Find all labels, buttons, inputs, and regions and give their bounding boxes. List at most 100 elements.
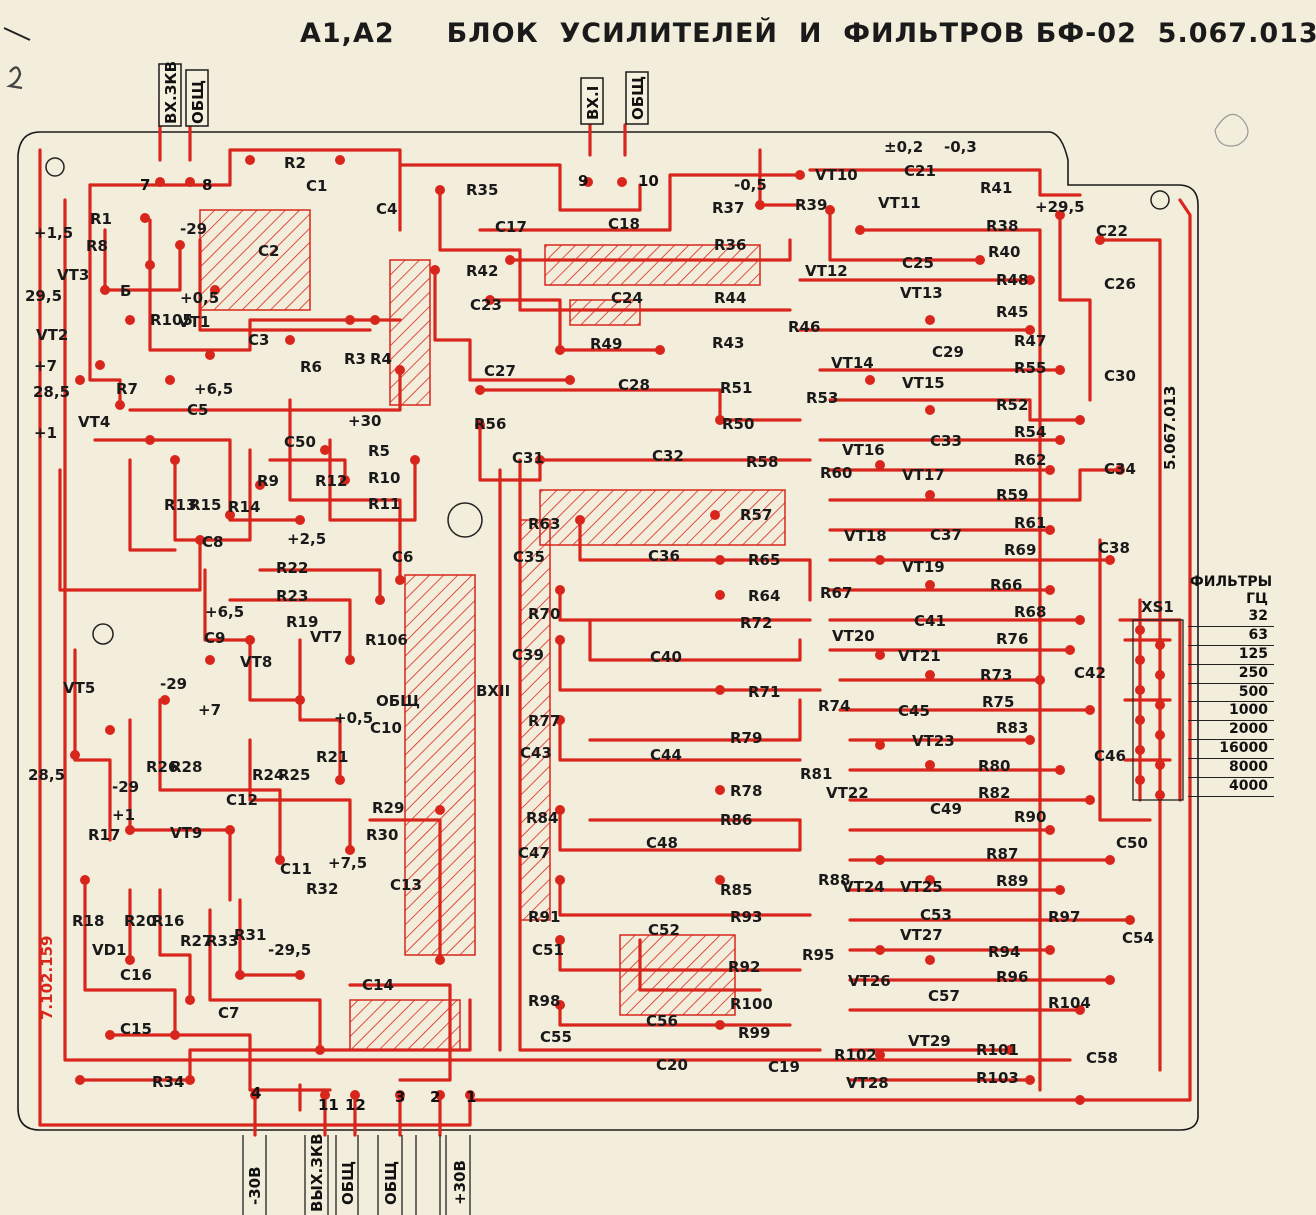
component-label: -29,5 <box>268 941 311 959</box>
component-label: -0,3 <box>944 138 977 156</box>
component-label: C21 <box>904 162 936 180</box>
component-label: R98 <box>528 992 560 1010</box>
filter-frequency[interactable]: 4000 <box>1188 778 1274 797</box>
connector-in-1[interactable]: ВХ.I 9 <box>578 77 604 190</box>
filter-frequency[interactable]: 500 <box>1188 684 1274 703</box>
component-label: R70 <box>528 605 560 623</box>
filter-frequency[interactable]: 125 <box>1188 646 1274 665</box>
component-label: R97 <box>1048 908 1080 926</box>
component-label: ВХII <box>476 682 510 700</box>
component-label: VT14 <box>831 354 874 372</box>
component-label: R78 <box>730 782 762 800</box>
component-label: R56 <box>474 415 506 433</box>
component-label: VT11 <box>878 194 921 212</box>
component-label: R16 <box>152 912 184 930</box>
component-label: C14 <box>362 976 394 994</box>
component-label: R47 <box>1014 332 1046 350</box>
component-label: C43 <box>520 744 552 762</box>
component-label: C25 <box>902 254 934 272</box>
component-label: R73 <box>980 666 1012 684</box>
component-label: VD1 <box>92 941 127 959</box>
component-label: R12 <box>315 472 347 490</box>
component-label: R69 <box>1004 541 1036 559</box>
component-label: C50 <box>284 433 316 451</box>
copper-area <box>569 299 641 326</box>
component-label: R36 <box>714 236 746 254</box>
component-label: C18 <box>608 215 640 233</box>
component-label: +29,5 <box>1035 198 1085 216</box>
svg-text:7: 7 <box>140 176 150 194</box>
component-label: C15 <box>120 1020 152 1038</box>
component-label: R71 <box>748 683 780 701</box>
connector-common-4[interactable]: ОБЩ 3 <box>377 1088 405 1215</box>
component-label: +30 <box>348 412 381 430</box>
filter-frequency[interactable]: 8000 <box>1188 759 1274 779</box>
component-label: R95 <box>802 946 834 964</box>
component-label: VT23 <box>912 732 955 750</box>
handwritten-mark <box>6 66 23 90</box>
connector-common-2[interactable]: ОБЩ 10 <box>625 71 659 190</box>
component-label: ОБЩ <box>376 692 420 710</box>
filter-frequency[interactable]: 1000 <box>1188 702 1274 722</box>
component-label: C10 <box>370 719 402 737</box>
component-label: R90 <box>1014 808 1046 826</box>
connector-common-1[interactable]: ОБЩ 8 <box>185 69 212 194</box>
connector-plus-30v[interactable]: +30В 2 <box>415 1088 471 1215</box>
component-label: C3 <box>248 331 269 349</box>
component-label: VT28 <box>846 1074 889 1092</box>
page-title: A1,A2 БЛОК УСИЛИТЕЛЕЙ И ФИЛЬТРОВ БФ-02 5… <box>300 18 1316 49</box>
component-label: -29 <box>112 778 139 796</box>
component-label: R34 <box>152 1073 184 1091</box>
component-label: C6 <box>392 548 413 566</box>
component-label: VT10 <box>815 166 858 184</box>
component-label: C7 <box>218 1004 239 1022</box>
connector-minus-30v[interactable]: -30В 4 <box>242 1084 267 1215</box>
component-label: R25 <box>278 766 310 784</box>
component-label: C54 <box>1122 929 1154 947</box>
filter-frequency[interactable]: 32 <box>1188 608 1274 627</box>
component-label: +0,5 <box>180 289 219 307</box>
svg-text:9: 9 <box>578 172 588 190</box>
svg-text:12: 12 <box>345 1096 366 1114</box>
component-label: +6,5 <box>194 380 233 398</box>
component-label: C32 <box>652 447 684 465</box>
component-label: R13 <box>164 496 196 514</box>
component-label: R93 <box>730 908 762 926</box>
connector-in-zkv[interactable]: ВХ.ЗКВ 7 <box>140 61 182 194</box>
component-label: C12 <box>226 791 258 809</box>
filter-frequency[interactable]: 250 <box>1188 665 1274 684</box>
component-label: C47 <box>518 844 550 862</box>
component-label: C22 <box>1096 222 1128 240</box>
component-label: VT9 <box>170 824 202 842</box>
connector-out-zkv[interactable]: ВЫХ.ЗКВ 11 <box>304 1096 339 1215</box>
filter-frequency[interactable]: 63 <box>1188 627 1274 646</box>
component-label: C23 <box>470 296 502 314</box>
component-label: VT26 <box>848 972 891 990</box>
component-label: R15 <box>189 496 221 514</box>
component-label: R4 <box>370 350 392 368</box>
component-label: R14 <box>228 498 260 516</box>
filter-frequency[interactable]: 16000 <box>1188 740 1274 760</box>
component-label: C4 <box>376 200 397 218</box>
component-label: R99 <box>738 1024 770 1042</box>
component-label: VT7 <box>310 628 342 646</box>
component-label: C56 <box>646 1012 678 1030</box>
component-label: R29 <box>372 799 404 817</box>
component-label: C42 <box>1074 664 1106 682</box>
mounting-hole <box>45 157 65 177</box>
component-label: C24 <box>611 289 643 307</box>
svg-text:2: 2 <box>430 1088 440 1106</box>
connector-common-3[interactable]: ОБЩ 12 <box>335 1096 366 1215</box>
filter-frequency[interactable]: 2000 <box>1188 721 1274 741</box>
component-label: +1 <box>112 806 135 824</box>
component-label: R96 <box>996 968 1028 986</box>
component-label: C52 <box>648 921 680 939</box>
component-label: C9 <box>204 629 225 647</box>
component-label: C11 <box>280 860 312 878</box>
component-label: +1 <box>34 424 57 442</box>
component-label: R106 <box>365 631 408 649</box>
component-label: R105 <box>150 311 193 329</box>
component-label: R59 <box>996 486 1028 504</box>
component-label: C1 <box>306 177 327 195</box>
component-label: C55 <box>540 1028 572 1046</box>
